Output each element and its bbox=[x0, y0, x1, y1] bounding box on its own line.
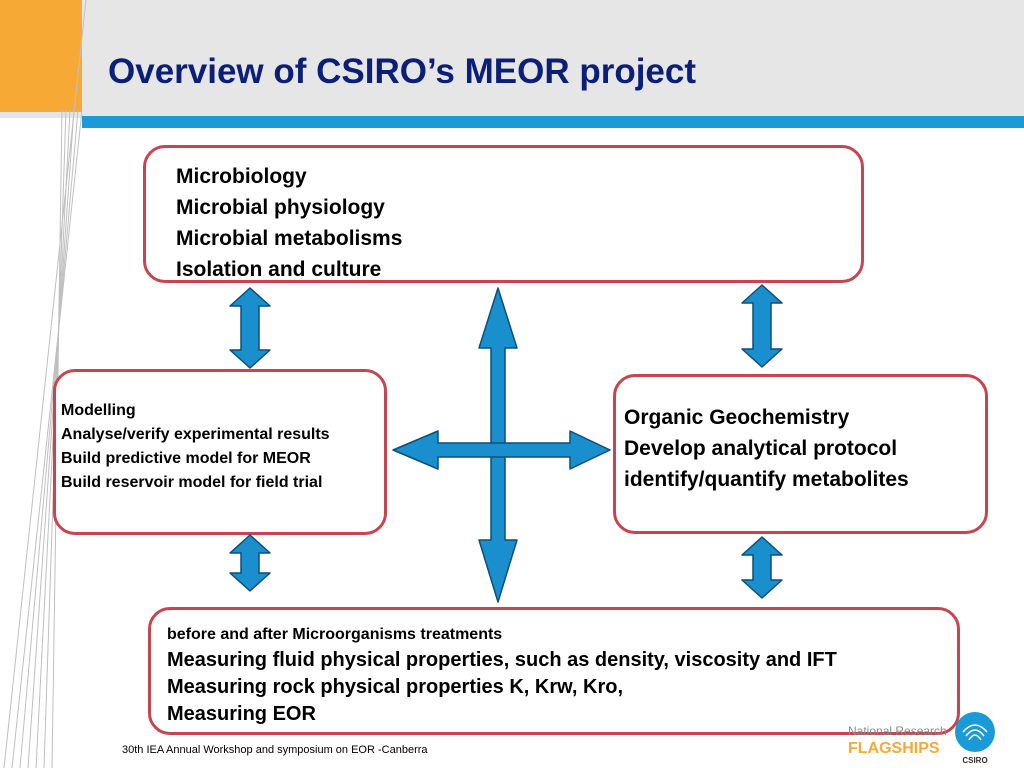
double-arrow-icon bbox=[741, 284, 783, 368]
box-line: Build predictive model for MEOR bbox=[61, 450, 311, 467]
measurements-box: before and after Microorganisms treatmen… bbox=[148, 607, 960, 735]
logo-national-research: National Research bbox=[848, 724, 947, 738]
box-line: Isolation and culture bbox=[176, 258, 382, 281]
double-arrow-icon bbox=[229, 534, 271, 592]
box-line: before and after Microorganisms treatmen… bbox=[167, 626, 503, 643]
box-line: Measuring EOR bbox=[167, 703, 316, 725]
box-line: Analyse/verify experimental results bbox=[61, 426, 330, 443]
orange-accent-block bbox=[0, 0, 82, 112]
box-line: Modelling bbox=[61, 402, 136, 419]
box-line: Measuring fluid physical properties, suc… bbox=[167, 649, 837, 671]
horizontal-double-arrow-icon bbox=[392, 430, 611, 470]
page-title: Overview of CSIRO’s MEOR project bbox=[108, 52, 697, 91]
logo-flagships: FLAGSHIPS bbox=[848, 740, 940, 757]
box-line: Microbial physiology bbox=[176, 196, 385, 219]
logo-mark-label: CSIRO bbox=[962, 756, 987, 765]
box-line: Microbiology bbox=[176, 165, 307, 188]
box-line: Organic Geochemistry bbox=[624, 406, 850, 429]
title-underline bbox=[82, 116, 1024, 128]
title-bar bbox=[0, 0, 1024, 118]
microbiology-box: Microbiology Microbial physiology Microb… bbox=[143, 145, 864, 283]
footer-text: 30th IEA Annual Workshop and symposium o… bbox=[122, 744, 428, 756]
box-line: Develop analytical protocol bbox=[624, 437, 898, 460]
box-line: Build reservoir model for field trial bbox=[61, 474, 323, 491]
box-line: identify/quantify metabolites bbox=[624, 468, 909, 491]
double-arrow-icon bbox=[741, 536, 783, 599]
double-arrow-icon bbox=[229, 287, 271, 369]
csiro-logo-icon: CSIRO bbox=[955, 712, 995, 765]
organic-geochemistry-box: Organic Geochemistry Develop analytical … bbox=[613, 374, 988, 534]
modelling-box: Modelling Analyse/verify experimental re… bbox=[53, 369, 387, 535]
box-line: Measuring rock physical properties K, Kr… bbox=[167, 676, 624, 698]
box-line: Microbial metabolisms bbox=[176, 227, 403, 250]
